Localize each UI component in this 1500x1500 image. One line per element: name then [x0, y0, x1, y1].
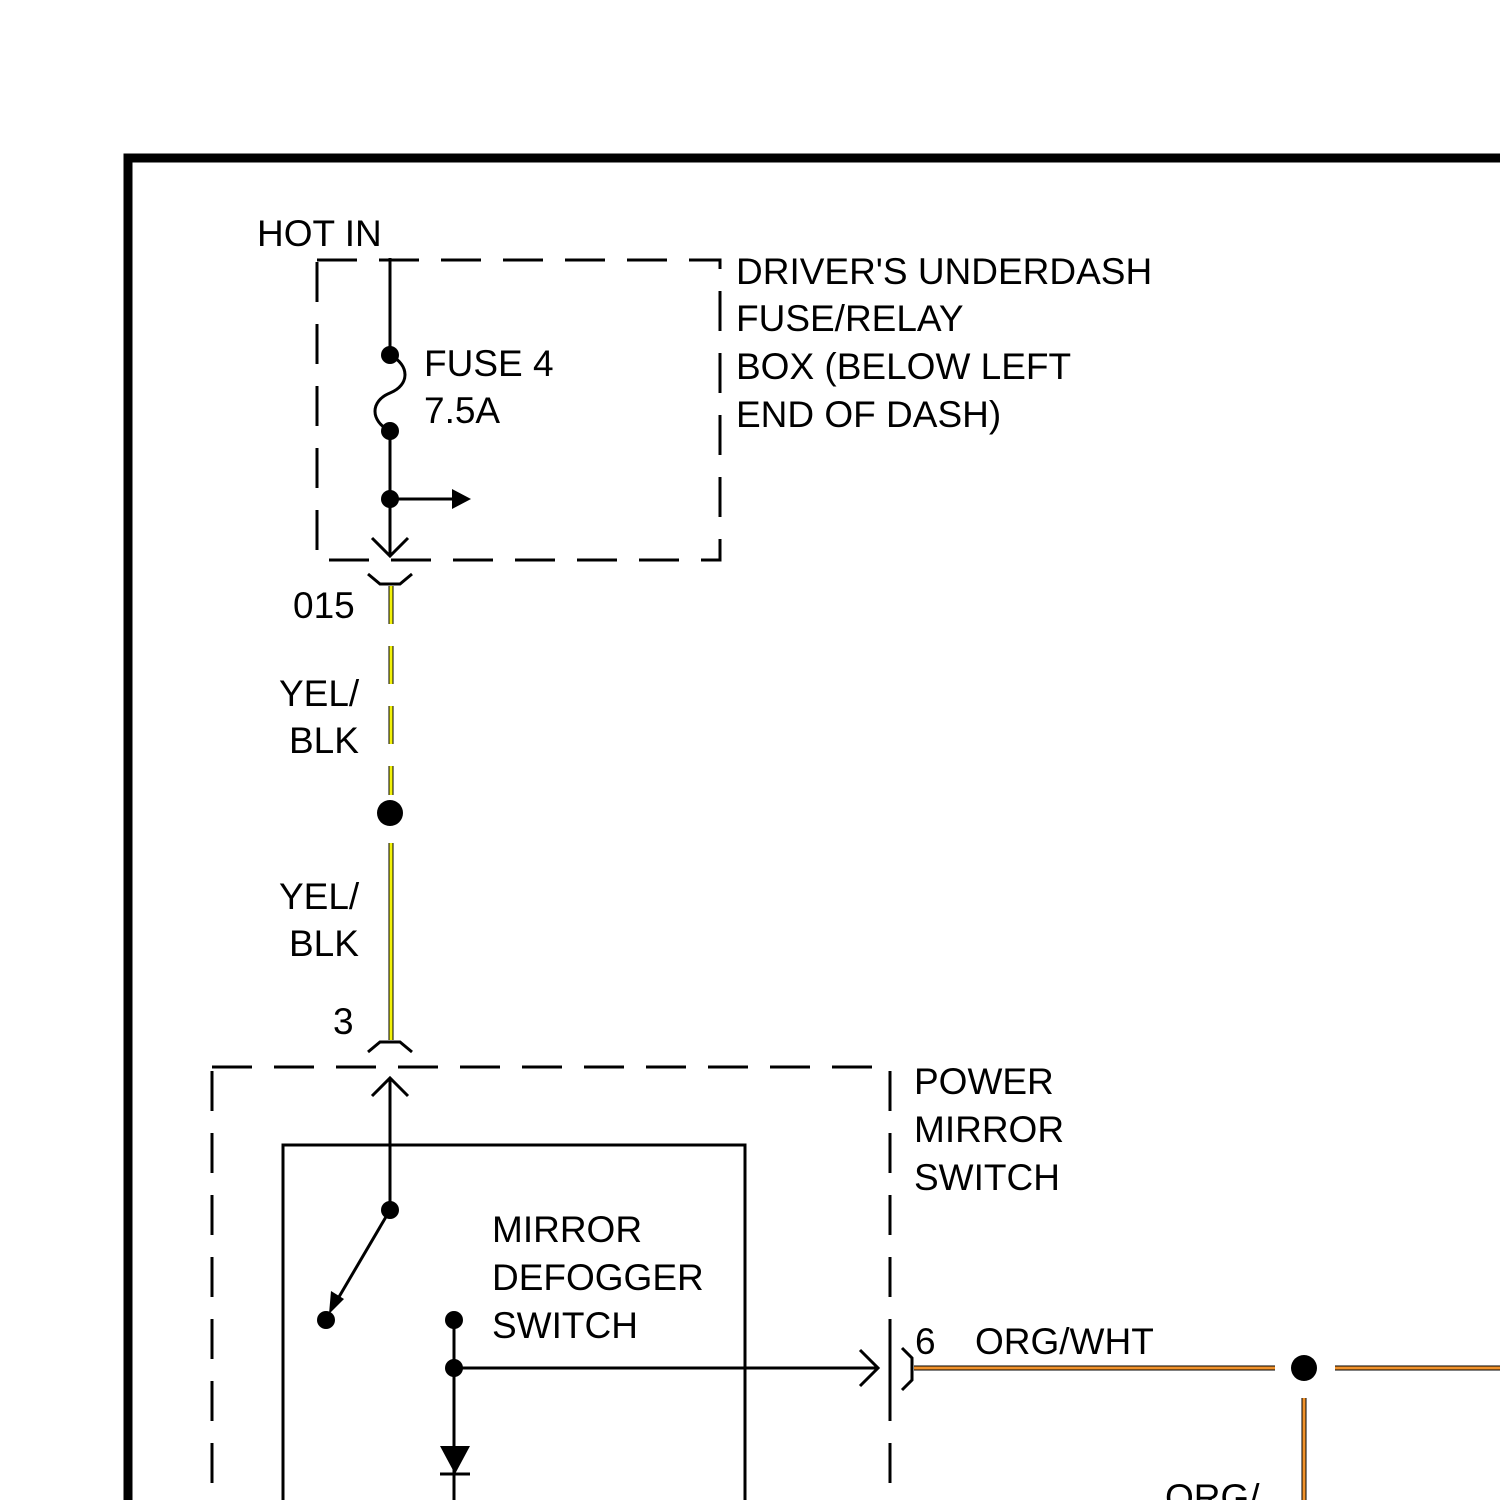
defogger-switch-label-line-1: MIRROR: [492, 1209, 642, 1250]
fuse-symbol: [375, 346, 405, 440]
fuse-box-label-line-3: BOX (BELOW LEFT: [736, 346, 1071, 387]
org-branch-wire-label: ORG/: [1165, 1477, 1260, 1500]
connector-015-label: 015: [293, 585, 355, 626]
switch-blade: [336, 1210, 390, 1302]
wire-upper-label-1: YEL/: [279, 673, 360, 714]
wire-lower-label-2: BLK: [289, 923, 359, 964]
wire-lower-label-1: YEL/: [279, 876, 360, 917]
org-wht-wire-label: ORG/WHT: [975, 1321, 1154, 1362]
fuse-box-label: DRIVER'S UNDERDASH FUSE/RELAY BOX (BELOW…: [736, 251, 1152, 435]
fuse-box-outline: [317, 260, 720, 560]
defogger-switch-label: MIRROR DEFOGGER SWITCH: [492, 1209, 704, 1346]
switch-open-contact: [317, 1311, 335, 1329]
switch-pin-6-label: 6: [915, 1321, 936, 1362]
fuse-element: [375, 355, 405, 431]
switch-pin-3-label: 3: [333, 1001, 354, 1042]
switch-connector-cup-icon: [368, 1042, 412, 1052]
power-mirror-switch-label: POWER MIRROR SWITCH: [914, 1061, 1064, 1198]
defogger-switch-label-line-3: SWITCH: [492, 1305, 638, 1346]
fuse-box-label-line-2: FUSE/RELAY: [736, 298, 964, 339]
branch-arrow-icon: [452, 489, 471, 509]
wire-upper-label-2: BLK: [289, 720, 359, 761]
ground-splice-dot: [377, 800, 403, 826]
fuse-box-label-line-1: DRIVER'S UNDERDASH: [736, 251, 1152, 292]
fuse-rating-label: 7.5A: [424, 390, 500, 431]
output-connector-cup-icon: [902, 1348, 912, 1390]
hot-in-label: HOT IN: [257, 213, 382, 254]
connector-cup-icon: [368, 574, 412, 584]
power-mirror-switch-label-line-3: SWITCH: [914, 1157, 1060, 1198]
diode-icon: [440, 1446, 470, 1474]
fuse-name-label: FUSE 4: [424, 343, 554, 384]
power-mirror-switch-label-line-1: POWER: [914, 1061, 1054, 1102]
fuse-box-label-line-4: END OF DASH): [736, 394, 1001, 435]
defogger-switch-label-line-2: DEFOGGER: [492, 1257, 704, 1298]
power-mirror-switch-label-line-2: MIRROR: [914, 1109, 1064, 1150]
org-wht-splice-dot: [1291, 1355, 1317, 1381]
